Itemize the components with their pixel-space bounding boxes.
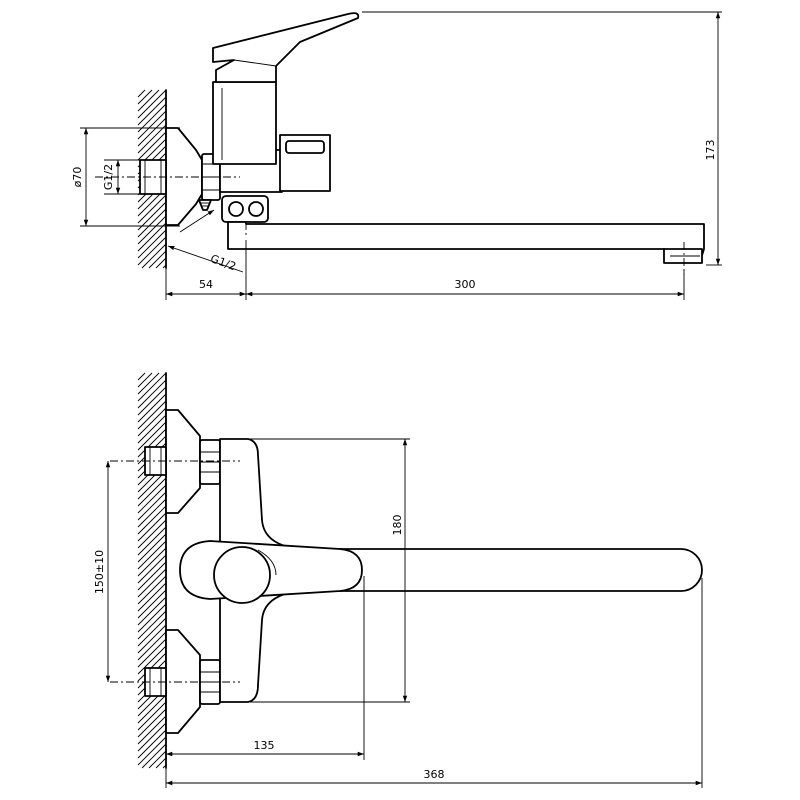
eccentric-fitting [139,127,203,226]
eccentric-fitting-lower [144,629,221,734]
dim-body-depth-text: 135 [254,739,275,752]
lever-handle-side [212,12,360,83]
dim-height-text: 173 [704,140,717,161]
dim-wall-offset-text: 54 [199,278,213,291]
dim-centers-text: 150±10 [93,550,106,594]
lever-handle-top [179,540,363,604]
dim-inlet-thread-text: G1/2 [102,164,115,190]
top-view: 150±10 180 135 368 [93,372,703,788]
diverter-knob [221,195,269,223]
dim-flange-diameter-text: ø70 [71,167,84,188]
wall-hatching-top [137,372,167,769]
eccentric-fitting-upper [144,409,221,514]
dim-outlet-thread-leader [167,245,244,273]
spout-side [227,221,705,264]
dim-spout-length-text: 300 [455,278,476,291]
dim-body-width-text: 180 [391,515,404,536]
side-view: 173 ø70 G1/2 G1/2 54 300 [71,11,722,300]
dim-outlet-thread-text: G1/2 [209,252,238,273]
spout-top [299,548,703,592]
dim-total-depth-text: 368 [424,768,445,781]
mixer-body-side [212,81,331,193]
